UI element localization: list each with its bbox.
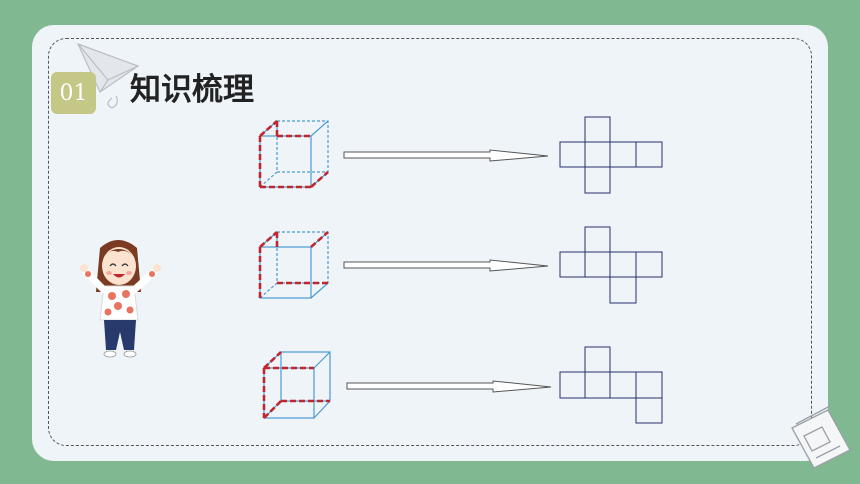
arrow-row-1: [343, 149, 549, 162]
section-title: 知识梳理: [130, 72, 254, 108]
net-row-3: [559, 346, 663, 424]
notebook-sketch-icon: [791, 405, 851, 469]
net-row-1-folds: [584, 141, 637, 168]
net-row-2-folds: [584, 251, 637, 278]
paper-plane-icon: [76, 42, 140, 109]
cube-row-3: [262, 351, 331, 419]
cube-row-2: [258, 231, 329, 299]
cartoon-girl-illustration: [80, 240, 161, 358]
section-number-badge: 01: [51, 72, 96, 114]
cube-row-1: [258, 120, 329, 189]
net-row-3-folds: [584, 371, 662, 399]
arrow-row-2: [343, 259, 549, 272]
dashed-frame: [48, 38, 812, 446]
net-row-2: [559, 226, 663, 304]
arrow-row-3: [346, 380, 552, 393]
net-row-1: [559, 116, 663, 194]
